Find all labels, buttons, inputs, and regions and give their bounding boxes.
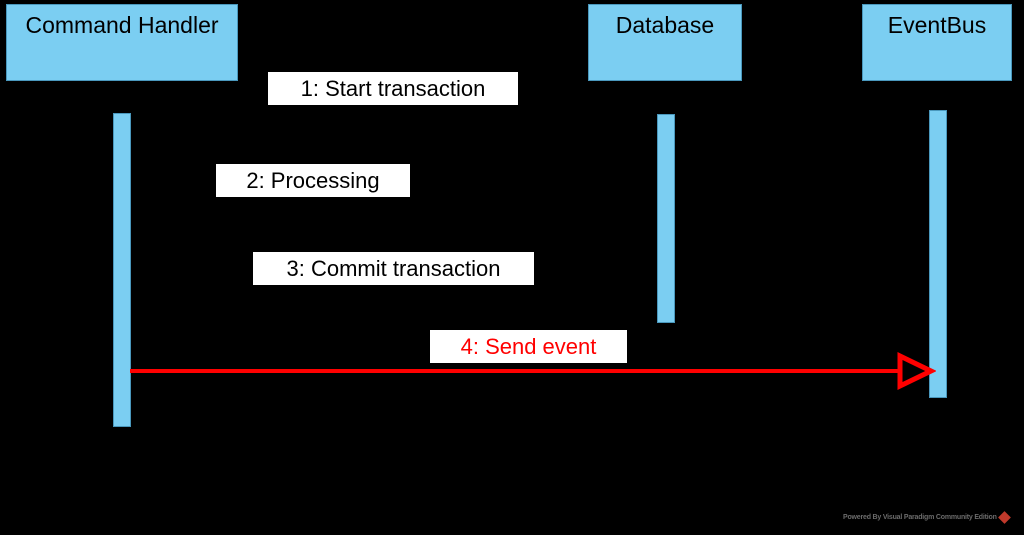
activation-bar-database[interactable] <box>657 114 675 323</box>
arrowhead-open-triangle-icon <box>897 352 936 390</box>
message-label-2[interactable]: 2: Processing <box>216 164 410 197</box>
watermark: Powered By Visual Paradigm Community Edi… <box>843 511 1011 524</box>
participant-label-command-handler: Command Handler <box>25 12 219 38</box>
participant-box-database[interactable]: Database <box>588 4 742 81</box>
participant-label-eventbus: EventBus <box>887 12 987 38</box>
message-arrow-line-4[interactable] <box>130 369 902 373</box>
visual-paradigm-logo-icon <box>997 511 1011 524</box>
message-label-3[interactable]: 3: Commit transaction <box>253 252 534 285</box>
message-label-4[interactable]: 4: Send event <box>430 330 627 363</box>
participant-box-command-handler[interactable]: Command Handler <box>6 4 238 81</box>
participant-box-eventbus[interactable]: EventBus <box>862 4 1012 81</box>
participant-label-database: Database <box>615 12 715 38</box>
activation-bar-eventbus[interactable] <box>929 110 947 398</box>
message-label-1[interactable]: 1: Start transaction <box>268 72 518 105</box>
activation-bar-command-handler[interactable] <box>113 113 131 427</box>
watermark-text: Powered By Visual Paradigm Community Edi… <box>843 514 997 521</box>
